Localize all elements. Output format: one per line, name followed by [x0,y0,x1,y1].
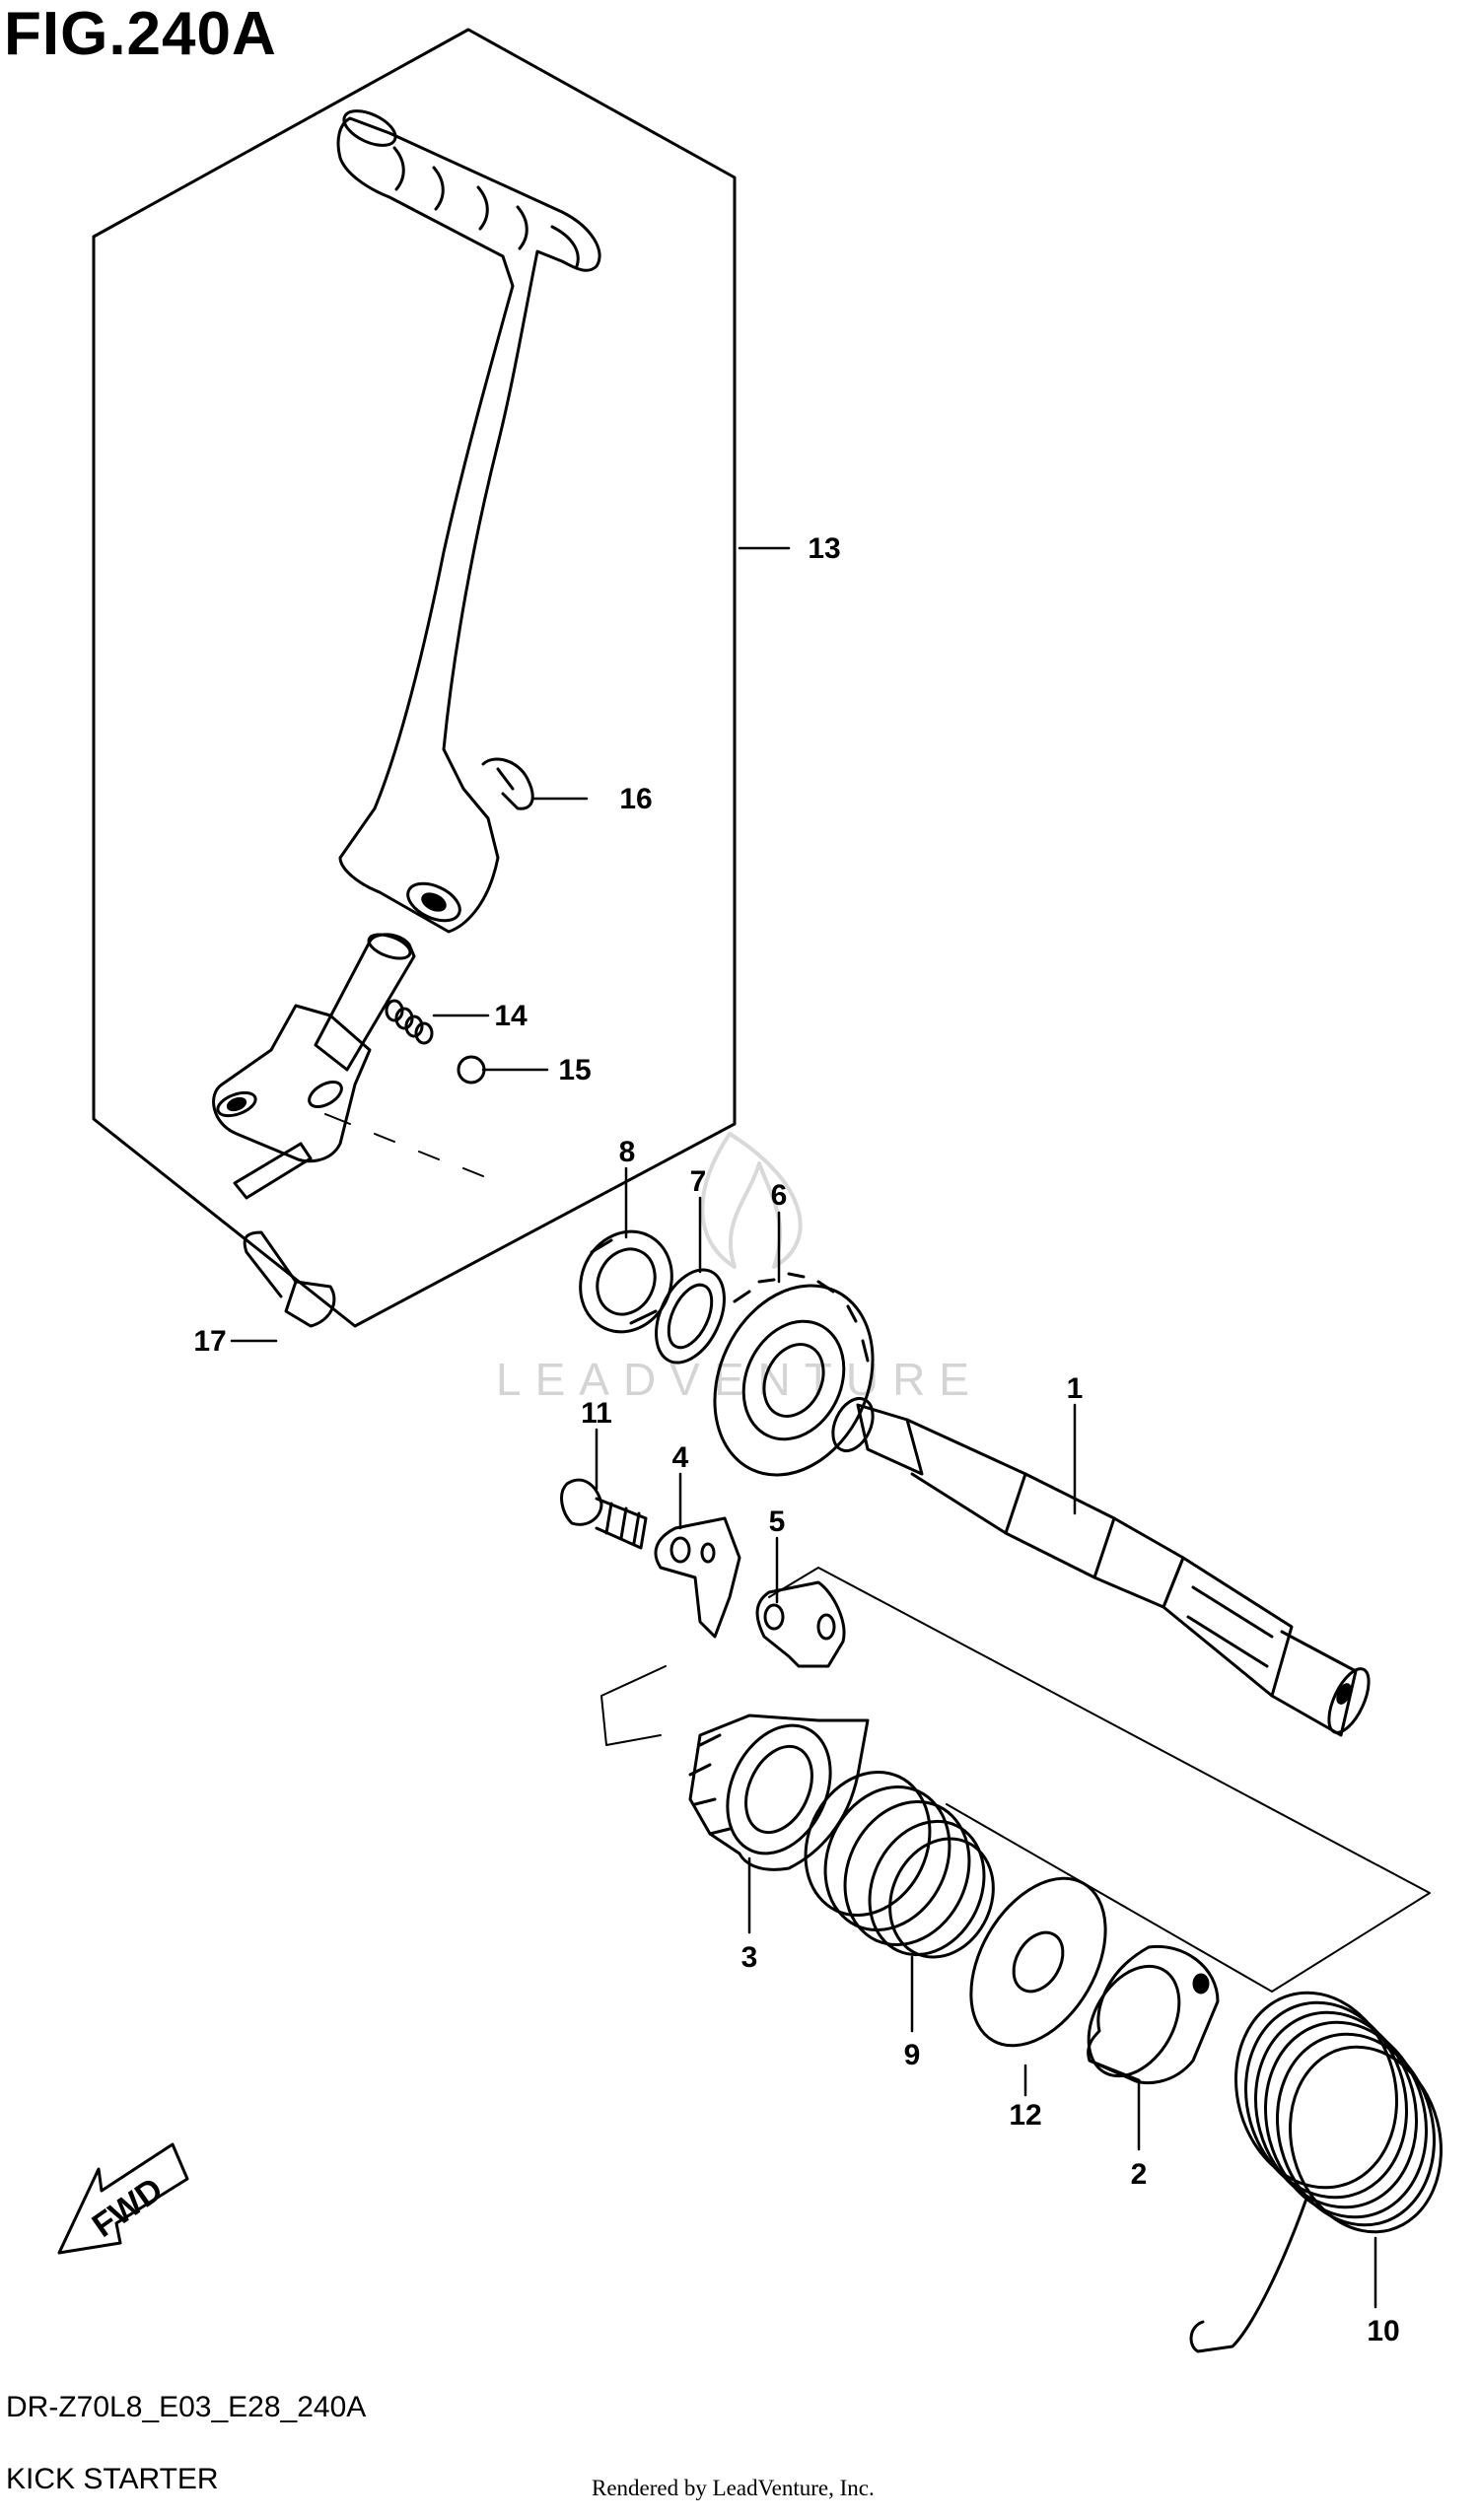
guide-4-part [654,1516,741,1639]
collar-part [1087,1944,1220,2085]
washer-12-part [969,1876,1107,2048]
render-credit: Rendered by LeadVenture, Inc. [592,2476,875,2500]
callout-label-15: 15 [558,1054,591,1086]
watermark-logo [700,1132,803,1269]
assembly-guide-line [600,1567,1431,1993]
small-spring-part [385,999,434,1045]
callout-label-14: 14 [494,1000,528,1032]
kick-lever-arm [336,109,601,934]
callout-label-12: 12 [1009,2099,1041,2132]
callout-label-4: 4 [672,1441,689,1474]
callout-label-3: 3 [741,1941,758,1974]
kick-shaft-part [831,1397,1371,1737]
figure-title: FIG.240A [4,0,277,68]
callout-label-16: 16 [619,783,652,815]
lever-assembly-enclosure [92,28,737,1328]
ball-part [457,1055,486,1085]
callout-label-17: 17 [193,1325,226,1358]
lever-boss [212,933,416,1163]
callout-label-7: 7 [690,1165,707,1198]
figure-name: KICK STARTER [6,2463,219,2495]
washer-7-part [655,1268,726,1365]
watermark-text: LEADVENTURE [496,1354,983,1405]
callout-label-8: 8 [619,1136,636,1168]
callout-label-2: 2 [1131,2158,1148,2191]
torsion-spring-part [1189,1991,1444,2353]
bolt-11-part [560,1478,648,1550]
figure-code: DR-Z70L8_E03_E28_240A [6,2391,367,2423]
callout-label-6: 6 [771,1179,788,1212]
fwd-label: FWD [86,2170,170,2245]
return-spring-part [804,1770,995,1959]
callout-label-1: 1 [1067,1372,1084,1405]
callout-label-11: 11 [581,1397,612,1430]
fwd-arrow [57,2142,189,2255]
callout-label-9: 9 [904,2039,921,2071]
clip-part [481,757,534,810]
callout-label-5: 5 [769,1505,786,1538]
callout-label-13: 13 [808,532,840,565]
callout-label-10: 10 [1367,2315,1399,2347]
ratchet-part [688,1714,870,1871]
guide-5-part [755,1580,846,1668]
bolt-17-part [233,1142,336,1328]
